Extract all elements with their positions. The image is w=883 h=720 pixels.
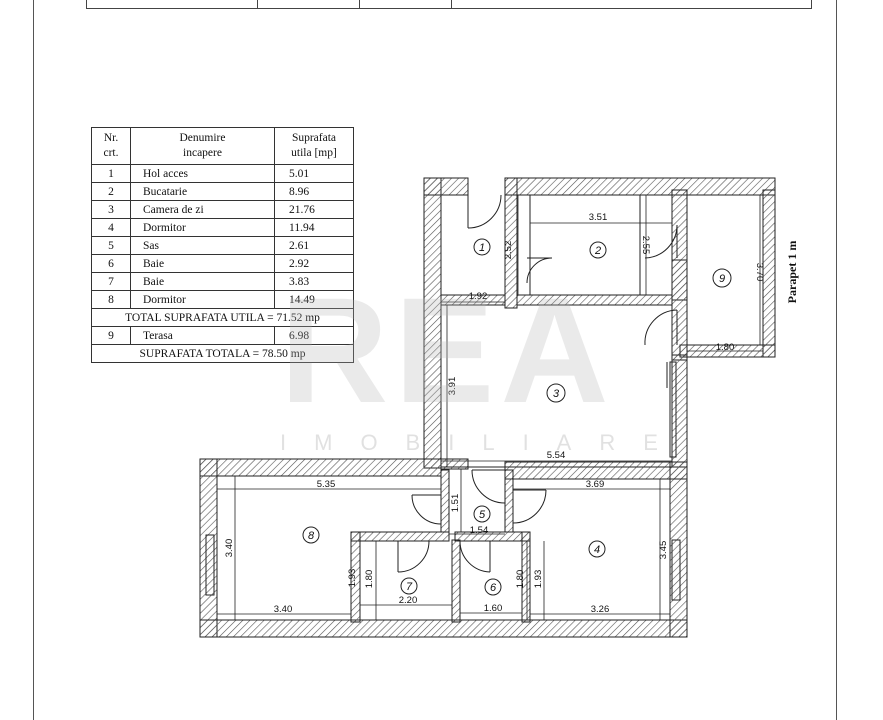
room-number: 5 [479, 509, 486, 521]
dim-label: 3.51 [589, 212, 608, 223]
dim-label: 1.54 [470, 525, 489, 536]
total-area: SUPRAFATA TOTALA = 78.50 mp [91, 344, 354, 363]
dim-label: 3.40 [224, 539, 235, 558]
door-swings [397, 194, 678, 573]
row-area: 8.96 [274, 182, 354, 201]
dim-label: 1.93 [533, 570, 544, 589]
room-number: 9 [719, 273, 725, 285]
room-number: 8 [308, 530, 315, 542]
room-number-labels: 1 2 3 4 5 6 7 8 9 [308, 242, 725, 594]
dim-label: 2.52 [503, 241, 514, 260]
dim-label: 1.80 [716, 342, 735, 353]
dim-label: 3.70 [754, 263, 765, 282]
dim-label: 1.60 [484, 603, 503, 614]
room-number: 1 [479, 242, 485, 254]
dim-label: 1.51 [450, 494, 461, 513]
dim-label: 1.80 [364, 570, 375, 589]
page-border-right [836, 0, 837, 720]
row-name: Bucatarie [130, 182, 275, 201]
dim-label: 3.91 [447, 377, 458, 396]
dimension-labels: 3.51 2.55 2.52 1.92 3.70 1.80 3.91 5.54 … [224, 212, 765, 615]
room-number: 7 [406, 581, 413, 593]
dim-label: 3.69 [586, 479, 605, 490]
dim-label: 5.35 [317, 479, 336, 490]
dim-label: 3.26 [591, 604, 610, 615]
room-number: 6 [490, 582, 497, 594]
row-name: Camera de zi [130, 200, 275, 219]
dim-label: 2.55 [640, 236, 651, 255]
row-area: 11.94 [274, 218, 354, 237]
dim-label: 1.80 [515, 570, 526, 589]
dim-label: 3.40 [274, 604, 293, 615]
room-markers [302, 238, 732, 596]
parapet-label: Parapet 1 m [785, 241, 799, 304]
dim-label: 5.54 [547, 450, 566, 461]
dimension-lines [217, 195, 763, 620]
page-border-left [33, 0, 34, 720]
dim-label: 3.45 [658, 541, 669, 560]
room-number: 2 [594, 245, 601, 257]
room-area-table: Nr. crt. Denumire incapere Suprafata uti… [91, 127, 354, 363]
dim-label: 1.93 [347, 569, 358, 588]
row-name: Dormitor [130, 218, 275, 237]
room-number: 4 [594, 544, 600, 556]
row-area: 5.01 [274, 164, 354, 183]
dim-label: 1.92 [469, 291, 488, 302]
row-area: 21.76 [274, 200, 354, 219]
walls [199, 177, 776, 638]
dim-label: 2.20 [399, 595, 418, 606]
top-table-fragment [86, 0, 812, 9]
total-row: SUPRAFATA TOTALA = 78.50 mp [91, 344, 354, 363]
header-area: Suprafata utila [mp] [274, 127, 354, 165]
inner-lines [205, 193, 688, 601]
room-number: 3 [553, 388, 560, 400]
row-area: 2.92 [274, 254, 354, 273]
header-nr: Nr. crt. [91, 127, 131, 165]
